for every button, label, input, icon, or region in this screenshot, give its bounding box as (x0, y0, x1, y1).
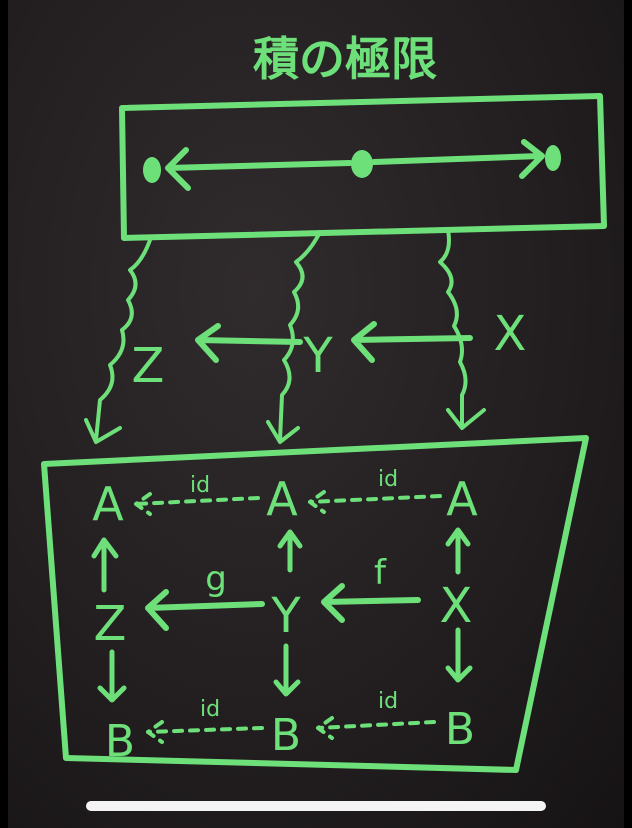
mid-label-x: X (494, 306, 527, 362)
vertical-arrow-y-to-b (273, 643, 301, 697)
square-arrow-y-to-z (145, 589, 265, 631)
bottom-row-b-left: B (105, 716, 135, 767)
title-text: 積の極限 (253, 32, 437, 86)
top-row-id-arrow-left (134, 492, 260, 516)
vertical-arrow-z-to-a (91, 537, 119, 593)
bottom-row-id-arrow-left (146, 720, 264, 744)
top-row-a-middle: A (266, 472, 298, 526)
home-indicator-bar[interactable] (86, 801, 546, 811)
mid-arrow-y-to-z (195, 323, 303, 363)
left-black-border (0, 0, 8, 828)
mid-label-z: Z (132, 338, 165, 394)
bottom-row-id-arrow-right (316, 716, 436, 740)
square-mid-x: X (440, 578, 473, 634)
vertical-arrow-z-to-b (97, 649, 127, 703)
bottom-row-b-right: B (445, 704, 475, 755)
mid-label-y: Y (302, 328, 333, 384)
top-left-dot (143, 157, 161, 183)
square-mid-z: Z (94, 596, 127, 652)
top-row-a-right: A (446, 472, 478, 526)
wavy-left-arrowhead (84, 418, 122, 444)
top-center-dot (351, 150, 373, 178)
wavy-right-line (438, 228, 468, 428)
vertical-arrow-x-to-b (445, 627, 473, 683)
top-row-id-arrow-right (308, 490, 442, 514)
wavy-left-line (94, 238, 152, 442)
bottom-box (41, 435, 589, 773)
square-arrow-label-g: g (205, 559, 227, 599)
vertical-arrow-y-to-a (277, 529, 303, 573)
top-row-id-label-left: id (190, 473, 210, 498)
bottom-row-b-middle: B (271, 710, 301, 761)
top-row-a-left: A (92, 477, 124, 531)
right-black-border (624, 0, 632, 828)
square-arrow-x-to-y (321, 583, 421, 623)
wavy-middle-arrowhead (266, 420, 300, 444)
top-right-arrow (371, 139, 545, 179)
top-row-id-label-right: id (378, 467, 398, 492)
bottom-row-id-label-left: id (200, 697, 220, 722)
top-left-arrow (165, 147, 353, 191)
top-box (119, 93, 607, 241)
vertical-arrow-x-to-a (445, 527, 471, 575)
mid-arrow-x-to-y (351, 321, 473, 363)
wavy-middle-line (278, 230, 322, 442)
square-arrow-label-f: f (374, 553, 387, 593)
top-right-dot (545, 145, 561, 171)
bottom-row-id-label-right: id (378, 689, 398, 714)
wavy-right-arrowhead (446, 408, 486, 430)
square-mid-y: Y (270, 588, 301, 644)
